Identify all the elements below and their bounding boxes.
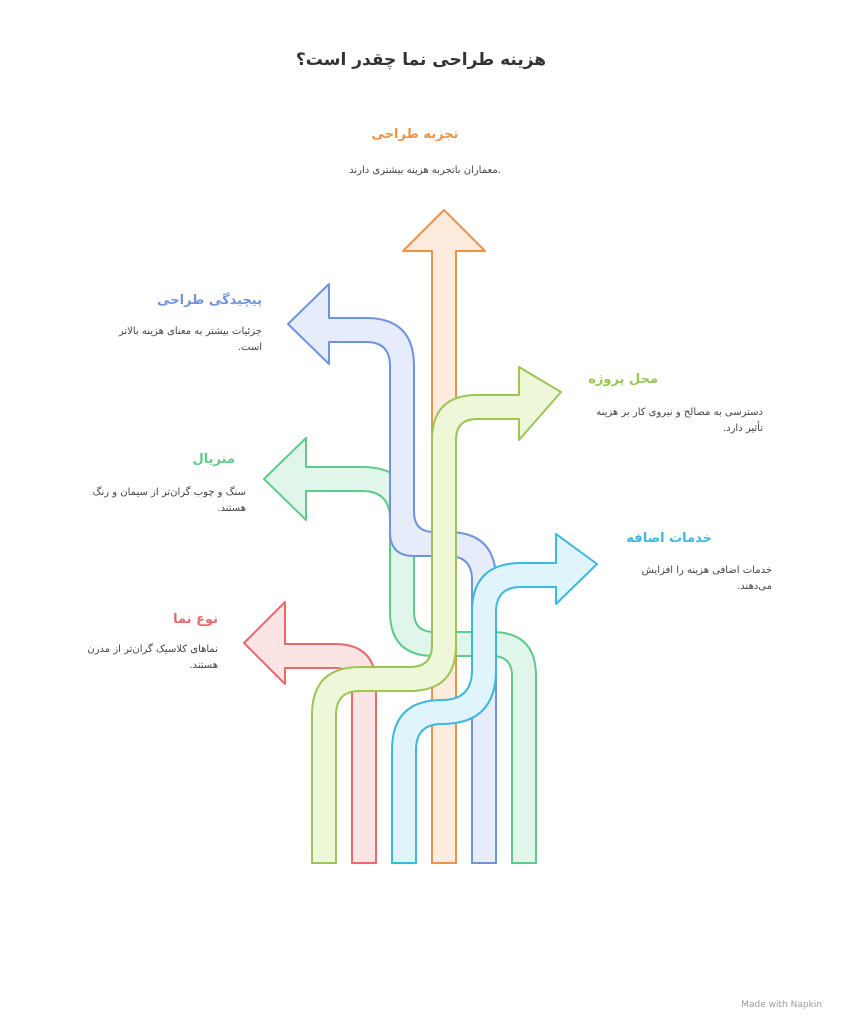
- label-facade-type: نوع نما: [173, 612, 218, 627]
- desc-material: سنگ و چوب گران‌تر از سیمان و رنگ هستند.: [92, 487, 246, 514]
- arrow-project-location: [311, 366, 562, 864]
- desc-design-complexity: جزئیات بیشتر به معنای هزینه بالاتر است.: [118, 326, 262, 353]
- napkin-watermark: Made with Napkin: [741, 1000, 822, 1010]
- label-design-complexity: پیچیدگی طراحی: [157, 293, 262, 308]
- label-design-experience: تجربه طراحی: [371, 127, 459, 142]
- label-project-location: محل پروژه: [588, 372, 658, 387]
- page-title: هزینه طراحی نما چقدر است؟: [295, 50, 547, 70]
- desc-design-experience: .معماران باتجربه هزینه بیشتری دارند: [349, 165, 501, 176]
- label-extra-services: خدمات اضافه: [626, 531, 712, 546]
- label-material: متریال: [192, 452, 236, 467]
- desc-project-location: دسترسی به مصالح و نیروی کار بر هزینه تأث…: [596, 407, 763, 434]
- desc-facade-type: نماهای کلاسیک گران‌تر از مدرن هستند.: [87, 644, 218, 671]
- desc-extra-services: خدمات اضافی هزینه را افزایش می‌دهند.: [641, 565, 772, 592]
- arrow-extra-services: [391, 533, 598, 864]
- arrow-facade-type: [243, 601, 377, 864]
